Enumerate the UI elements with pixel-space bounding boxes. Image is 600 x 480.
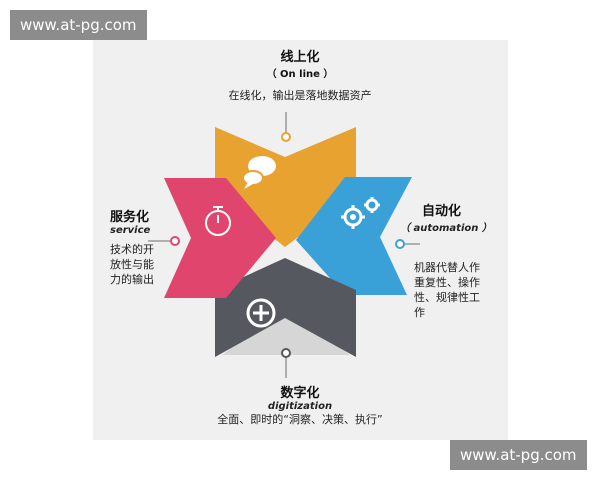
automation-subtitle: （ automation ）	[400, 223, 492, 234]
service-chevron	[164, 178, 276, 298]
online-label: 线上化 （ On line ） 在线化，输出是落地数据资产	[200, 46, 400, 103]
stopwatch-icon	[205, 206, 231, 236]
automation-description: 机器代替人作重复性、操作性、规律性工作	[414, 261, 480, 319]
service-description: 技术的开放性与能力的输出	[110, 243, 154, 286]
online-subtitle: （ On line ）	[266, 69, 334, 80]
online-title: 线上化	[280, 50, 320, 65]
service-label: 服务化 service 技术的开放性与能力的输出	[110, 206, 162, 287]
digitization-label: 数字化 digitization 全面、即时的“洞察、决策、执行”	[180, 382, 420, 427]
top-connector	[281, 112, 291, 142]
digitization-chevron	[215, 258, 356, 357]
automation-chevron	[296, 177, 412, 295]
automation-label: 自动化 （ automation ） 机器代替人作重复性、操作性、规律性工作	[400, 200, 500, 320]
service-title: 服务化	[110, 210, 150, 225]
left-connector	[148, 236, 180, 246]
plus-circle-icon	[246, 298, 276, 328]
chat-bubbles-icon	[242, 156, 276, 189]
gears-icon	[341, 197, 380, 229]
bottom-connector	[281, 348, 291, 378]
right-connector	[395, 239, 420, 249]
service-subtitle: service	[110, 225, 151, 236]
bottom-shadow	[222, 305, 350, 355]
digitization-title: 数字化	[280, 386, 320, 401]
online-description: 在线化，输出是落地数据资产	[228, 89, 372, 102]
automation-title: 自动化	[422, 204, 462, 219]
digitization-subtitle: digitization	[267, 401, 333, 412]
digitization-description: 全面、即时的“洞察、决策、执行”	[217, 413, 383, 426]
watermark-top: www.at-pg.com	[10, 10, 147, 40]
watermark-bottom: www.at-pg.com	[450, 440, 587, 470]
